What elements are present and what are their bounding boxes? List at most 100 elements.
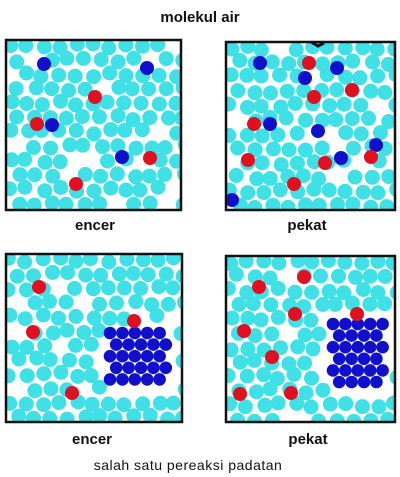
water-molecule [110,54,126,70]
water-molecule [237,399,253,415]
solid-particle [153,349,166,363]
water-molecule [271,256,287,271]
water-molecule [102,310,118,326]
water-molecule [338,396,354,412]
water-molecule [53,254,69,266]
water-molecule [12,167,28,183]
water-molecule [82,254,98,267]
water-molecule [321,283,337,299]
water-molecule [387,42,395,57]
water-molecule [286,366,302,382]
water-molecule [83,336,99,352]
water-molecule [245,296,261,312]
water-molecule [262,270,278,286]
water-molecule [226,310,240,326]
water-molecule [9,268,25,284]
water-molecule [41,293,57,309]
water-molecule [68,122,84,138]
solid-particle [376,317,389,331]
solid-particle [326,317,340,331]
water-molecule [298,385,314,401]
water-molecule [78,354,94,370]
water-molecule [315,112,330,128]
water-molecule [35,307,51,323]
water-molecule [12,196,28,210]
water-molecule [102,65,118,81]
water-molecule [101,254,117,270]
water-molecule [278,110,294,126]
water-molecule [160,411,176,422]
water-molecule [338,69,354,85]
panel-label-pekat-top: pekat [287,217,326,234]
solute-red-particle [30,117,44,131]
solid-particle [134,338,148,351]
solid-particle [140,326,154,340]
solid-particle [140,349,154,363]
water-molecule [44,81,60,97]
water-molecule [43,140,59,156]
water-molecule [344,295,360,311]
water-molecule [287,96,303,111]
water-molecule [228,167,244,183]
solute-red-particle [265,350,279,364]
water-molecule [103,180,119,196]
water-molecule [386,395,395,411]
water-molecule [239,368,255,384]
water-molecule [150,254,166,268]
water-molecule [272,67,288,83]
water-molecule [9,109,25,125]
water-molecule [109,295,124,311]
water-molecule [59,322,75,338]
water-molecule [77,81,93,97]
water-molecule [133,95,149,111]
water-molecule [272,182,288,198]
solute-red-particle [288,307,302,321]
water-molecule [345,53,361,69]
water-molecule [262,381,278,397]
water-molecule [67,68,83,84]
water-molecule [273,340,288,356]
solid-particle [147,338,160,351]
water-molecule [37,183,53,199]
water-molecule [68,337,83,353]
water-molecule [381,169,395,185]
water-molecule [253,98,269,114]
panel-label-encer-top: encer [75,217,115,234]
water-molecule [231,297,247,312]
water-molecule [37,338,53,354]
water-molecule [320,256,336,269]
water-molecule [347,169,363,185]
water-molecule [149,307,165,323]
water-molecule [289,155,305,171]
water-molecule [128,169,144,185]
water-molecule [370,285,386,301]
panel-label-encer-bottom: encer [72,431,112,448]
water-molecule [297,327,313,343]
water-molecule [84,396,100,412]
water-molecule [33,68,49,84]
water-molecule [19,96,35,111]
water-molecule [175,52,181,68]
water-molecule [132,182,148,198]
water-molecule [152,395,168,411]
water-molecule [270,395,286,411]
water-molecule [6,368,16,384]
water-molecule [77,197,93,210]
solid-particle [122,361,135,375]
water-molecule [100,153,115,169]
water-molecule [51,67,67,83]
solute-red-particle [237,324,251,338]
water-molecule [151,96,167,112]
water-molecule [9,54,25,70]
water-molecule [91,322,107,338]
water-molecule [311,413,327,422]
water-molecule [119,254,135,267]
water-molecule [247,142,263,158]
water-molecule [165,395,181,411]
solute-blue-particle [140,61,154,75]
water-molecule [305,341,321,357]
water-molecule [140,267,156,283]
water-molecule [75,50,91,66]
water-molecule [134,122,150,138]
solute-red-particle [32,280,46,294]
